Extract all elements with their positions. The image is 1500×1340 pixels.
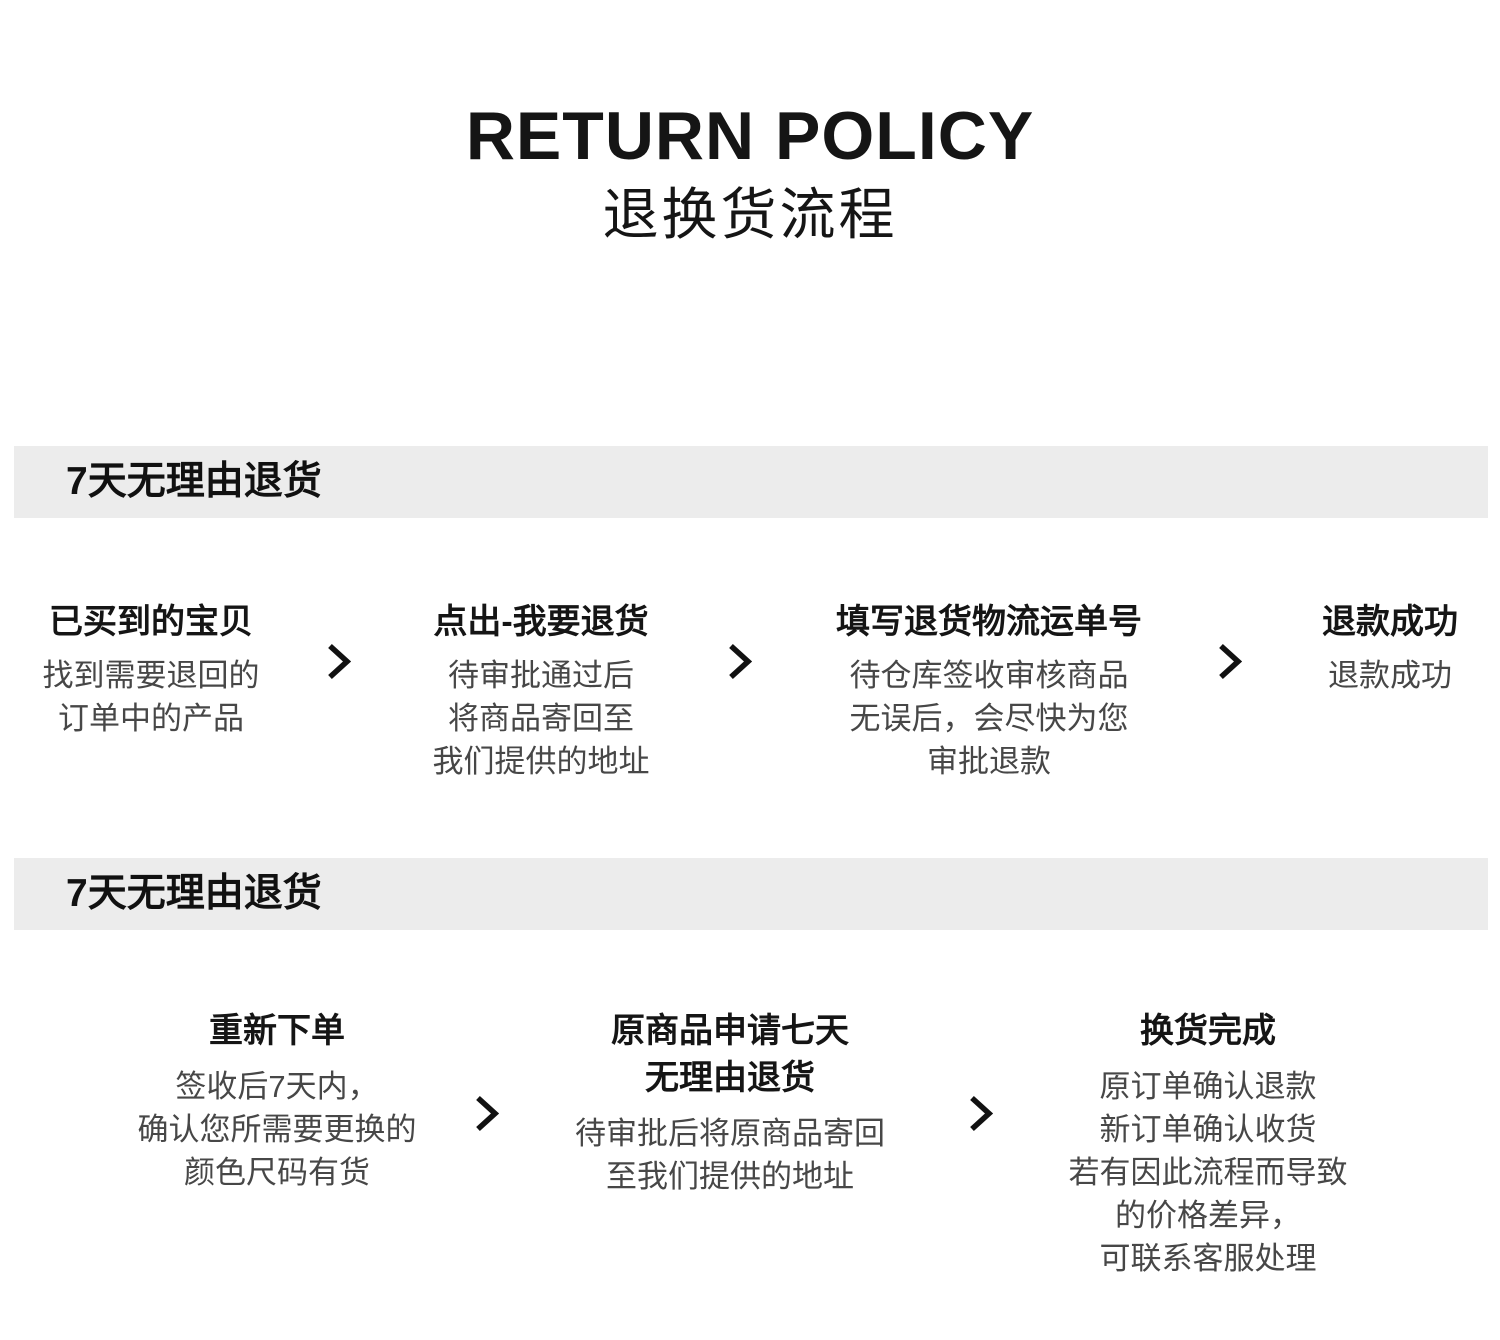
- chevron-right-icon: [327, 643, 351, 680]
- step-title: 已买到的宝贝: [49, 603, 253, 641]
- step-title: 退款成功: [1322, 603, 1458, 641]
- step-title: 换货完成: [1140, 1012, 1276, 1050]
- section-2-header-band: 7天无理由退货: [14, 858, 1488, 930]
- chevron-right-icon: [475, 1095, 499, 1132]
- flow-step-request-return: 点出-我要退货 待审批通过后 将商品寄回至 我们提供的地址: [405, 600, 677, 783]
- page-title-zh: 退换货流程: [602, 183, 898, 246]
- flow-step-fill-tracking-number: 填写退货物流运单号 待仓库签收审核商品 无误后，会尽快为您 审批退款: [826, 600, 1152, 783]
- flow-step-bought-item: 已买到的宝贝 找到需要退回的 订单中的产品: [15, 600, 287, 740]
- chevron-right-icon: [969, 1095, 993, 1132]
- flow-step-return-original-item: 原商品申请七天 无理由退货 待审批后将原商品寄回 至我们提供的地址: [565, 1008, 895, 1198]
- section-1-header-band: 7天无理由退货: [14, 446, 1488, 518]
- step-body: 待审批通过后 将商品寄回至 我们提供的地址: [432, 658, 650, 779]
- step-body: 待审批后将原商品寄回 至我们提供的地址: [575, 1116, 885, 1194]
- flow-step-reorder: 重新下单 签收后7天内， 确认您所需要更换的 颜色尺码有货: [129, 1008, 425, 1194]
- page-title-en: RETURN POLICY: [465, 98, 1035, 174]
- section-2-header-label: 7天无理由退货: [66, 872, 322, 915]
- step-body: 找到需要退回的 订单中的产品: [42, 658, 260, 736]
- step-body: 退款成功: [1328, 658, 1452, 693]
- step-title: 点出-我要退货: [433, 603, 649, 641]
- section-1-header-label: 7天无理由退货: [66, 460, 322, 503]
- chevron-right-icon: [728, 643, 752, 680]
- step-title: 原商品申请七天 无理由退货: [611, 1012, 849, 1097]
- step-title: 重新下单: [209, 1012, 345, 1050]
- step-body: 待仓库签收审核商品 无误后，会尽快为您 审批退款: [849, 658, 1129, 779]
- step-title: 填写退货物流运单号: [836, 603, 1142, 641]
- step-body: 签收后7天内， 确认您所需要更换的 颜色尺码有货: [137, 1069, 417, 1190]
- step-body: 原订单确认退款 新订单确认收货 若有因此流程而导致 的价格差异， 可联系客服处理: [1068, 1069, 1348, 1276]
- flow-step-refund-success: 退款成功 退款成功: [1286, 600, 1494, 697]
- flow-step-exchange-complete: 换货完成 原订单确认退款 新订单确认收货 若有因此流程而导致 的价格差异， 可联…: [1060, 1008, 1356, 1280]
- chevron-right-icon: [1218, 643, 1242, 680]
